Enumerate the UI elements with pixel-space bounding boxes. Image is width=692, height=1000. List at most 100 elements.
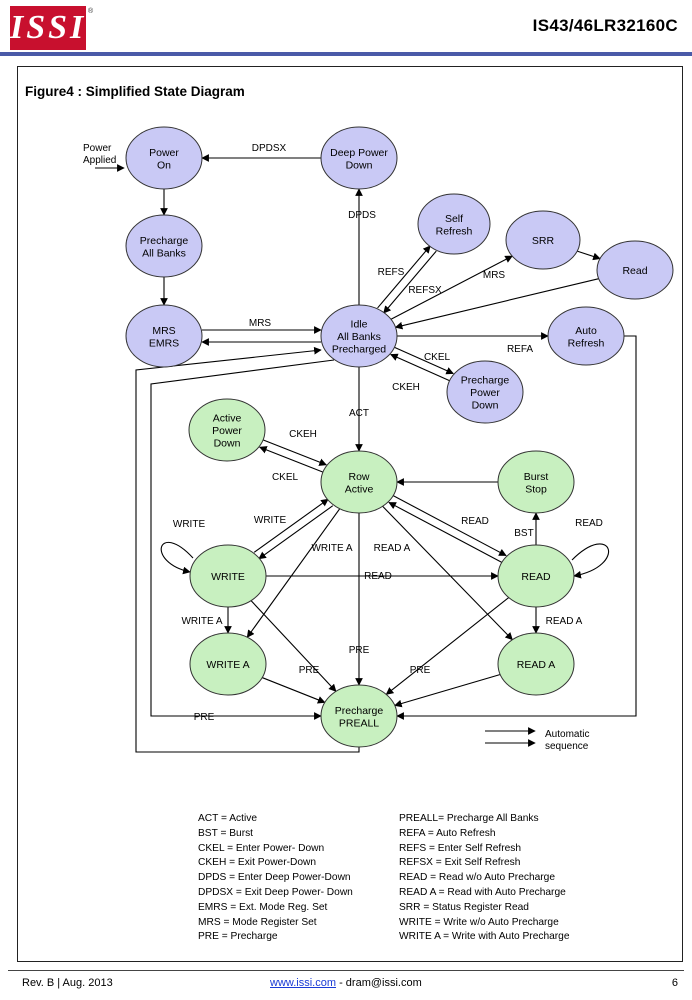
state-ellipse (497, 450, 575, 514)
legend-item: READ A = Read with Auto Precharge (399, 886, 566, 898)
label-refs: REFS (378, 267, 405, 278)
label-read-from-row: READ (461, 516, 489, 527)
label-write-a-down: WRITE A (181, 616, 222, 627)
legend-item: REFSX = Exit Self Refresh (399, 857, 521, 869)
arrow-ckeh-idle (390, 353, 451, 382)
legend-item: WRITE = Write w/o Auto Precharge (399, 916, 559, 928)
legend-item: DPDSX = Exit Deep Power- Down (198, 886, 353, 898)
label-pre-center: PRE (349, 645, 370, 656)
state-read: READ (497, 544, 575, 608)
arrow-writea-preall (261, 677, 326, 704)
state-ellipse (446, 360, 524, 424)
arrow-preall-idle (135, 346, 360, 753)
label-bst: BST (514, 528, 533, 539)
label-mrs-srr: MRS (483, 270, 506, 281)
legend-item: CKEH = Exit Power-Down (198, 857, 317, 869)
footer-rule (8, 970, 684, 971)
arrow-pre-from-write (250, 600, 337, 692)
arrow-refsx (383, 250, 437, 314)
arrow-read-idle (394, 278, 599, 330)
legend-item: DPDS = Enter Deep Power-Down (198, 872, 351, 884)
state-write-a: WRITE A (189, 632, 267, 696)
label-read-across: READ (364, 571, 392, 582)
legend-item: PRE = Precharge (198, 931, 278, 943)
arrow-autorefresh-preall (396, 335, 637, 720)
label-dpds: DPDS (348, 210, 376, 221)
arrow-row-writea (246, 508, 341, 638)
arrow-reada-preall (394, 673, 501, 708)
state-label: WRITE (211, 571, 245, 583)
arrow-row-reada (382, 505, 513, 641)
state-ellipse (547, 306, 625, 366)
revision-text: Rev. B | Aug. 2013 (22, 977, 113, 989)
legend-item: MRS = Mode Register Set (198, 916, 317, 928)
label-act: ACT (349, 408, 369, 419)
arrow-srr-read (576, 250, 601, 261)
state-ellipse (497, 544, 575, 608)
state-read-status: Read (596, 240, 674, 300)
label-read-a-from-row: READ A (374, 543, 411, 554)
email-text: - dram@issi.com (336, 977, 422, 989)
label-write-self: WRITE (173, 519, 206, 530)
label-write-a-from-row: WRITE A (311, 543, 352, 554)
legend-item: BST = Burst (198, 827, 254, 839)
state-ellipse (125, 304, 203, 368)
state-ellipse (320, 684, 398, 748)
state-write: WRITE (189, 544, 267, 608)
figure-title: Figure4 : Simplified State Diagram (25, 84, 245, 99)
header-rule (0, 52, 692, 56)
label-dpdsx: DPDSX (252, 143, 287, 154)
label-read-a-down: READ A (546, 616, 583, 627)
arrow-ckel-active (259, 446, 324, 473)
page-header: ISSI ® IS43/46LR32160C (0, 0, 692, 60)
website-link[interactable]: www.issi.com (270, 977, 337, 989)
label-pre-from-read: PRE (410, 665, 431, 676)
state-ellipse (125, 126, 203, 190)
state-label: Read (622, 265, 647, 277)
legend-item: READ = Read w/o Auto Precharge (399, 872, 556, 884)
legend-right-column: PREALL= Precharge All Banks REFA = Auto … (399, 812, 570, 945)
label-pre-left: PRE (194, 712, 215, 723)
label-ckeh-active: CKEH (289, 429, 317, 440)
state-label: READ (521, 571, 551, 583)
label-ckel-idle: CKEL (424, 352, 451, 363)
label-refa: REFA (507, 344, 533, 355)
state-ellipse (417, 193, 491, 255)
state-label: SRR (532, 235, 555, 247)
page-footer: Rev. B | Aug. 2013 www.issi.com - dram@i… (0, 970, 692, 1000)
label-ckeh-idle: CKEH (392, 382, 420, 393)
arrow-refs (377, 245, 431, 309)
loop-read (571, 543, 610, 579)
registered-mark: ® (88, 8, 94, 15)
arrow-row-read (392, 494, 507, 557)
figure-frame (17, 66, 683, 962)
legend-item: SRR = Status Register Read (399, 901, 529, 913)
legend-item: REFA = Auto Refresh (399, 827, 496, 839)
